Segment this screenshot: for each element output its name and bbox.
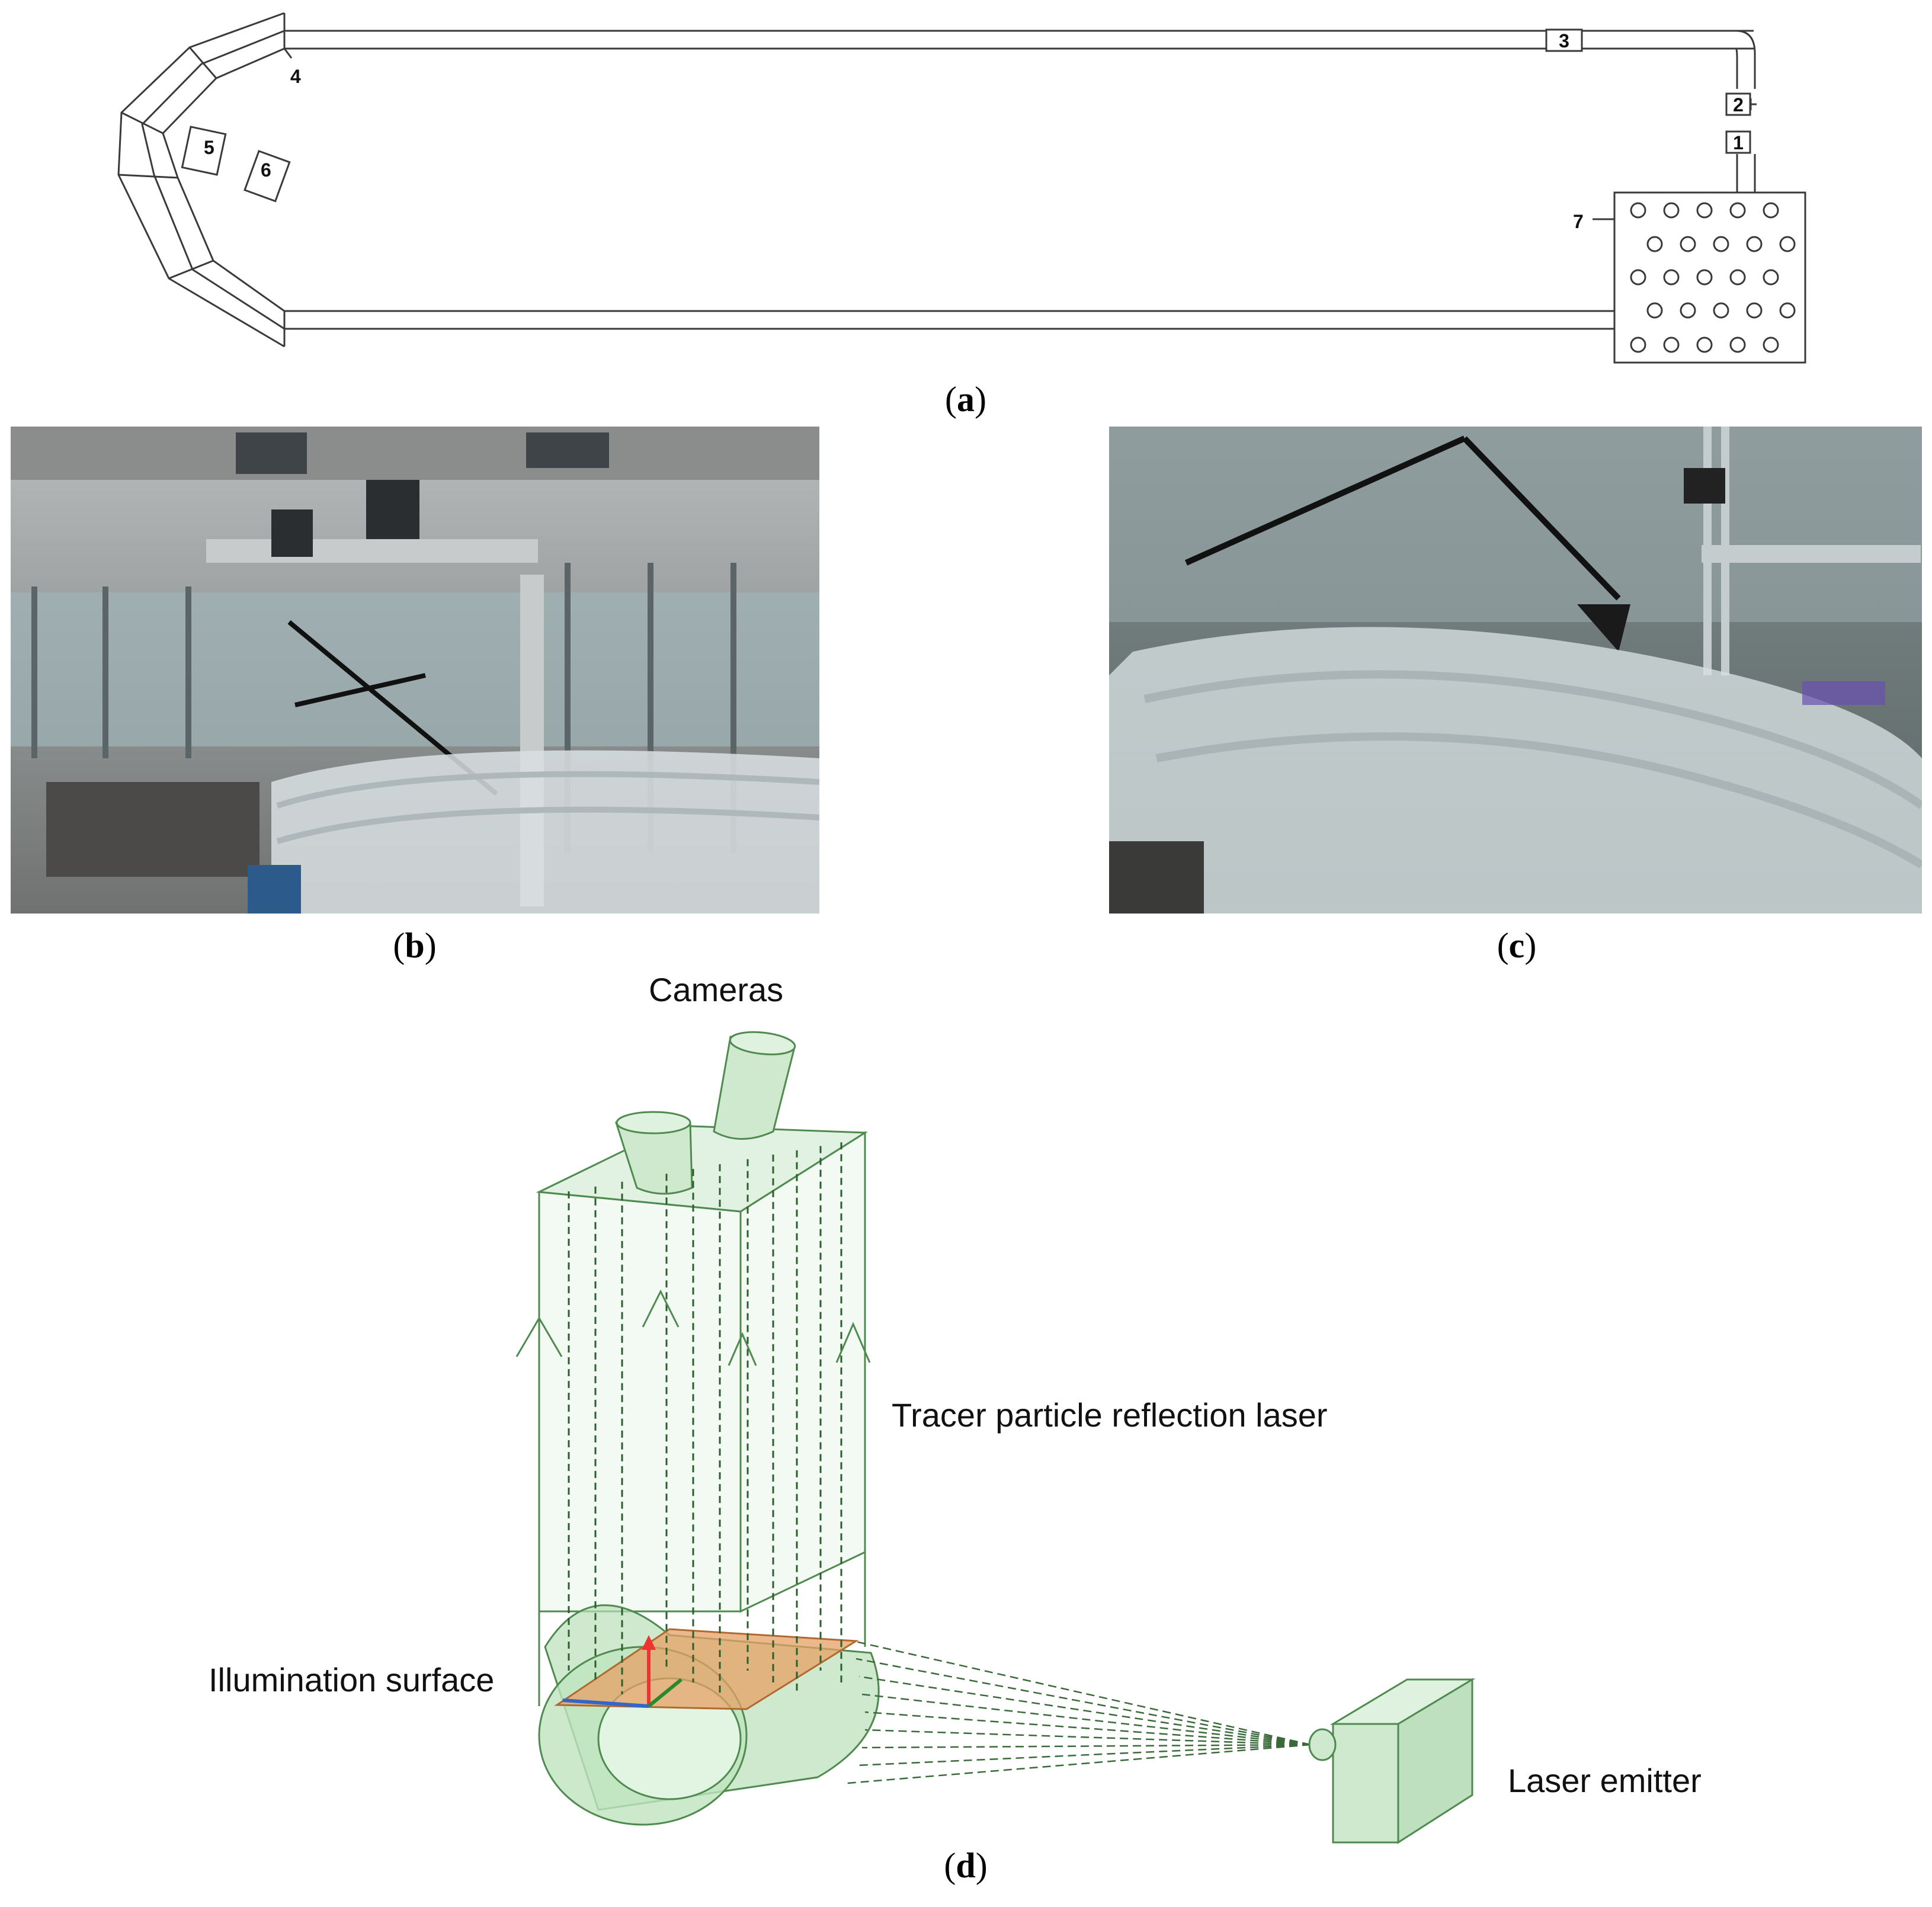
laser-beam — [861, 1693, 1311, 1746]
reflection-lines — [568, 1142, 842, 1694]
tank-hole — [1763, 336, 1779, 353]
left-bend-inner — [162, 47, 285, 312]
axis-x — [562, 1698, 649, 1708]
label-5: 5 — [204, 137, 214, 158]
label-illumination: Illumination surface — [209, 1661, 494, 1698]
tank-hole — [1696, 202, 1713, 219]
tank-hole — [1663, 336, 1680, 353]
label-2: 2 — [1733, 94, 1744, 116]
box-5 — [181, 126, 227, 176]
laser-emitter-front — [1332, 1723, 1399, 1844]
component-2 — [1725, 92, 1751, 116]
laser-beam — [864, 1711, 1311, 1746]
tank-hole — [1696, 336, 1713, 353]
laser-beam — [853, 1640, 1311, 1746]
tank-hole — [1680, 302, 1696, 319]
tank-hole — [1746, 236, 1763, 252]
camera-left — [614, 1111, 693, 1195]
label-reflection: Tracer particle reflection laser — [892, 1396, 1328, 1434]
laser-beam — [858, 1675, 1311, 1746]
laser-fan — [847, 1640, 1311, 1784]
laser-beam — [861, 1743, 1311, 1749]
tank-hole — [1779, 236, 1796, 252]
arrow-up-4 — [835, 1322, 871, 1363]
left-bend-middle — [141, 30, 285, 330]
tank-hole — [1729, 269, 1746, 286]
component-3 — [1545, 28, 1583, 52]
label-laser: Laser emitter — [1508, 1762, 1702, 1799]
axis-y — [648, 1678, 683, 1708]
tank-holes — [1630, 202, 1796, 353]
component-1 — [1725, 130, 1751, 154]
label-1: 1 — [1733, 132, 1744, 153]
tank-hole — [1680, 236, 1696, 252]
caption-d: (d) — [944, 1846, 988, 1885]
tank-hole — [1630, 269, 1646, 286]
label-cameras: Cameras — [649, 971, 783, 1008]
tank-hole — [1779, 302, 1796, 319]
caption-a: (a) — [945, 380, 986, 419]
tank-hole — [1630, 202, 1646, 219]
illumination-plane — [554, 1628, 859, 1710]
tank-hole — [1630, 336, 1646, 353]
arrow-up-1 — [515, 1316, 563, 1357]
tank-7 — [1613, 191, 1806, 364]
laser-beam — [856, 1743, 1311, 1767]
panel-d-diagram: Cameras Tracer particle reflection laser… — [209, 971, 1702, 1844]
arrow-up-2 — [642, 1289, 680, 1328]
laser-beam — [856, 1658, 1311, 1746]
tank-hole — [1729, 336, 1746, 353]
label-3: 3 — [1559, 30, 1569, 52]
tank-hole — [1663, 269, 1680, 286]
tank-hole — [1763, 269, 1779, 286]
arrow-up-3 — [728, 1332, 757, 1366]
tank-hole — [1646, 236, 1663, 252]
label-7: 7 — [1573, 211, 1584, 232]
tank-hole — [1746, 302, 1763, 319]
camera-right — [713, 1031, 796, 1140]
laser-emitter-side — [1397, 1678, 1473, 1844]
left-bend-outer — [117, 12, 285, 348]
panel-a-schematic: 3 2 1 4 5 6 7 — [117, 12, 1806, 364]
tank-hole — [1713, 302, 1729, 319]
laser-beam — [864, 1729, 1311, 1746]
photo-c — [1109, 427, 1922, 914]
tank-hole — [1696, 269, 1713, 286]
light-box-side — [739, 1131, 866, 1613]
laser-emitter-nozzle — [1308, 1728, 1337, 1761]
tank-hole — [1663, 202, 1680, 219]
box-6 — [243, 150, 291, 203]
photo-b — [11, 427, 819, 914]
label-6: 6 — [261, 159, 271, 181]
label-4: 4 — [290, 66, 301, 87]
caption-c: (c) — [1497, 926, 1537, 965]
tank-hole — [1763, 202, 1779, 219]
tank-hole — [1646, 302, 1663, 319]
tank-hole — [1729, 202, 1746, 219]
caption-b: (b) — [393, 926, 437, 965]
laser-beam — [847, 1743, 1311, 1784]
tank-hole — [1713, 236, 1729, 252]
